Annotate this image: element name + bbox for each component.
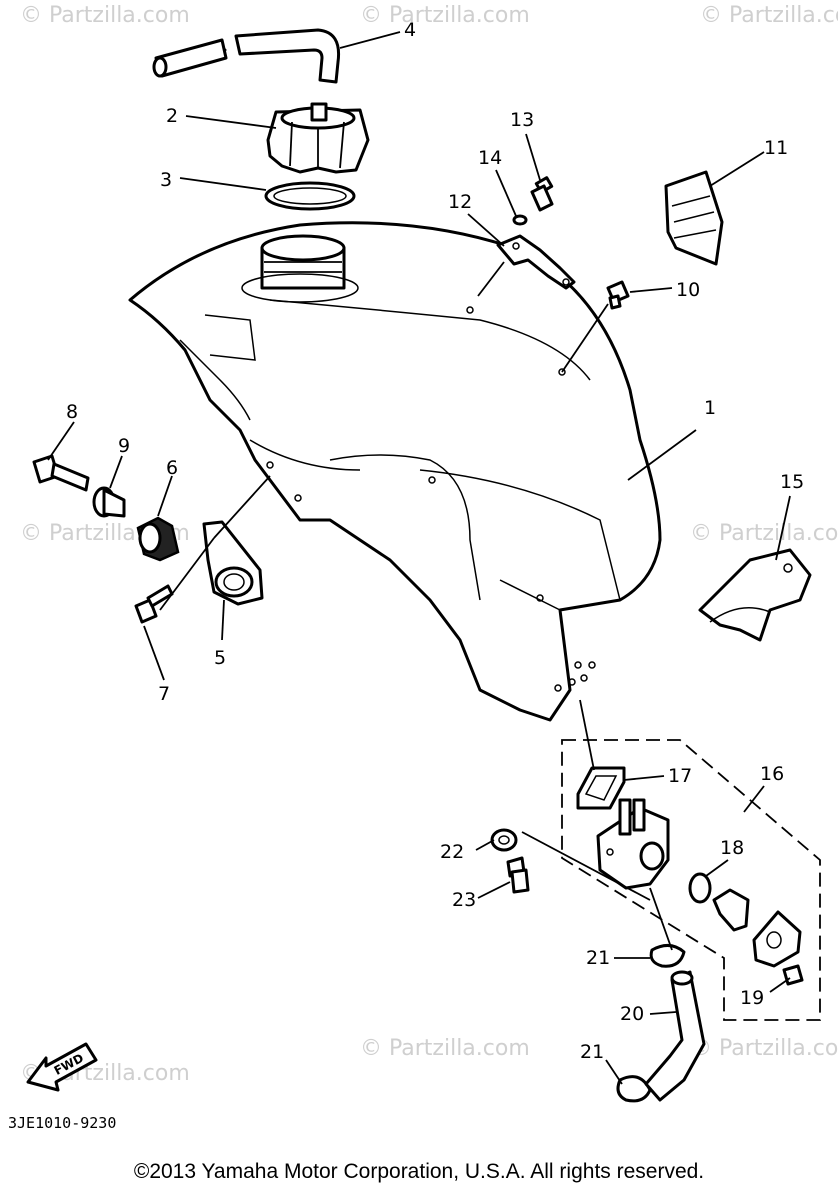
part-5-mount	[202, 520, 264, 606]
callout-11: 11	[764, 137, 788, 159]
callouts: 4 2 3 13 14 12 11 10 1 15 8 9 6 5 7 17 1…	[66, 19, 804, 1063]
callout-18: 18	[720, 837, 744, 859]
callout-9: 9	[118, 435, 130, 457]
callout-2: 2	[166, 105, 178, 127]
part-17-gasket	[576, 766, 626, 810]
part-13-screw	[530, 176, 554, 212]
watermark: © Partzilla.com	[360, 3, 530, 28]
part-22-washer	[490, 828, 518, 852]
part-8-bolt	[32, 454, 90, 492]
part-4-breather-hose	[152, 28, 341, 84]
callout-16: 16	[760, 763, 784, 785]
part-9-collar	[92, 486, 126, 518]
part-20-fuel-hose	[644, 970, 706, 1102]
callout-15: 15	[780, 471, 804, 493]
callout-6: 6	[166, 457, 178, 479]
watermark: © Partzilla.com	[360, 1036, 530, 1061]
part-11-emblem	[664, 170, 724, 266]
callout-22: 22	[440, 841, 464, 863]
part-3-gasket	[264, 181, 356, 211]
copyright-notice: ©2013 Yamaha Motor Corporation, U.S.A. A…	[133, 1160, 705, 1183]
callout-4: 4	[404, 19, 416, 41]
callout-21: 21	[580, 1041, 604, 1063]
callout-14: 14	[478, 147, 502, 169]
assembly-boundary-16	[561, 739, 821, 1021]
callout-5: 5	[214, 647, 226, 669]
leader-lines	[47, 31, 791, 1085]
part-19-plate	[752, 910, 804, 986]
part-16-fuel-cock	[596, 798, 670, 890]
callout-17: 17	[668, 765, 692, 787]
watermark: © Partzilla.com	[690, 521, 838, 546]
watermark: © Partzilla.com	[700, 3, 838, 28]
callout-8: 8	[66, 401, 78, 423]
part-21-clip	[616, 944, 686, 1103]
callout-20: 20	[620, 1003, 644, 1025]
callout-1: 1	[704, 397, 716, 419]
callout-7: 7	[158, 683, 170, 705]
part-18-o-ring	[688, 872, 750, 932]
part-6-damper	[136, 516, 180, 562]
diagram-code: 3JE1010-9230	[8, 1114, 116, 1132]
part-15-guide	[698, 548, 812, 642]
part-10-screw	[606, 280, 630, 310]
watermark: © Partzilla.com	[20, 3, 190, 28]
part-23-screw	[506, 856, 530, 894]
watermark: © Partzilla.com	[690, 1036, 838, 1061]
callout-3: 3	[160, 169, 172, 191]
callout-19: 19	[740, 987, 764, 1009]
part-1-fuel-tank	[128, 221, 662, 722]
callout-21: 21	[586, 947, 610, 969]
part-12-bracket	[496, 234, 576, 290]
part-7-bolt	[134, 584, 174, 624]
part-2-fuel-cap	[266, 102, 370, 174]
callout-13: 13	[510, 109, 534, 131]
part-14-washer	[512, 214, 528, 226]
callout-23: 23	[452, 889, 476, 911]
callout-10: 10	[676, 279, 700, 301]
callout-12: 12	[448, 191, 472, 213]
